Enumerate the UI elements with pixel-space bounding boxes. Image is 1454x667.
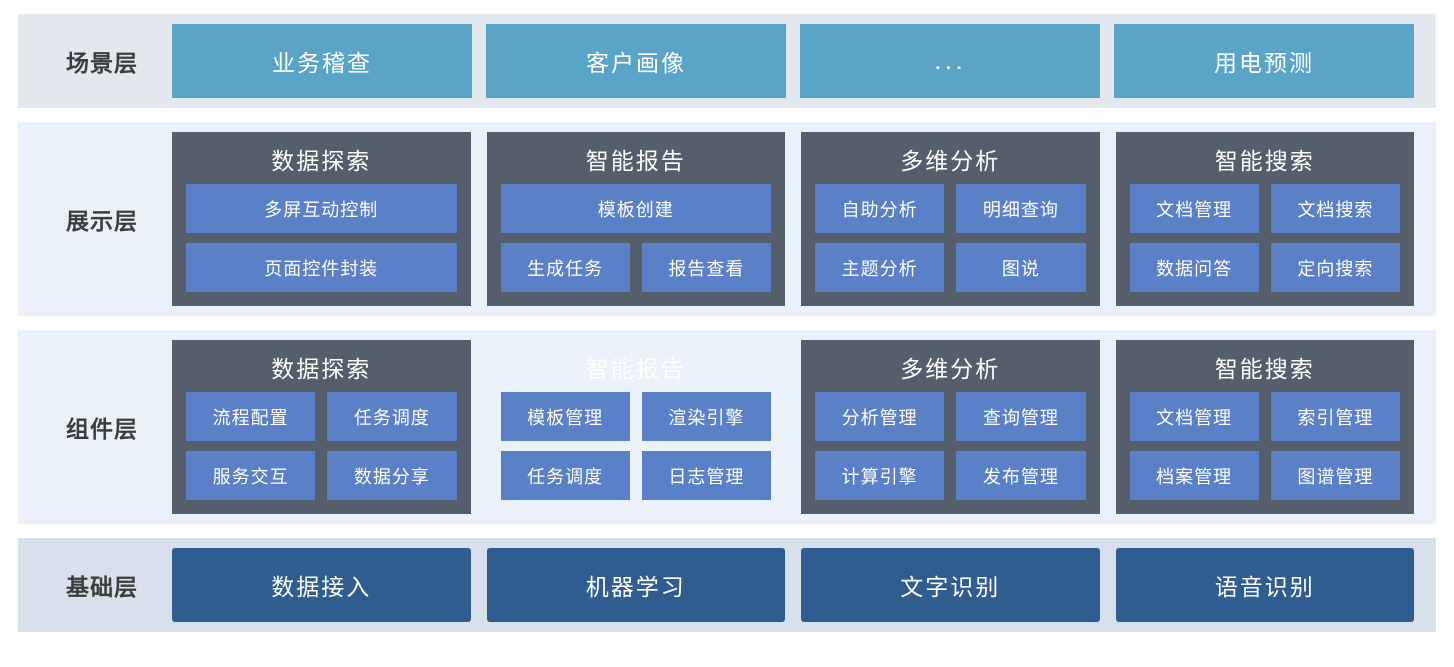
base-card-2[interactable]: 文字识别 <box>801 548 1100 622</box>
module-grid-row: 任务调度 日志管理 <box>500 451 771 500</box>
module-title: 多维分析 <box>900 357 1001 383</box>
module-pill[interactable]: 自助分析 <box>815 184 945 233</box>
module-card-presentation-2[interactable]: 多维分析 自助分析 明细查询 主题分析 图说 <box>801 132 1100 306</box>
module-card-component-1[interactable]: 智能报告 模板管理 渲染引擎 任务调度 日志管理 <box>487 340 786 514</box>
module-grid: 多屏互动控制 页面控件封装 <box>186 184 457 292</box>
base-card-1[interactable]: 机器学习 <box>486 548 785 622</box>
layer-cards-component: 数据探索 流程配置 任务调度 服务交互 数据分享 智能报告 模板管理 <box>172 340 1414 514</box>
module-grid-row: 文档管理 文档搜索 <box>1129 184 1400 233</box>
module-grid-row: 多屏互动控制 <box>186 184 457 233</box>
base-card-0[interactable]: 数据接入 <box>172 548 471 622</box>
module-pill[interactable]: 模板创建 <box>500 184 771 233</box>
module-grid-row: 计算引擎 发布管理 <box>815 451 1086 500</box>
base-card-3[interactable]: 语音识别 <box>1115 548 1414 622</box>
module-grid: 自助分析 明细查询 主题分析 图说 <box>815 184 1086 292</box>
layer-cards-scene: 业务稽查 客户画像 ... 用电预测 <box>172 24 1414 98</box>
module-grid-row: 页面控件封装 <box>186 243 457 292</box>
module-pill[interactable]: 页面控件封装 <box>186 243 457 292</box>
module-pill[interactable]: 数据问答 <box>1129 243 1259 292</box>
module-grid-row: 文档管理 索引管理 <box>1129 392 1400 441</box>
module-pill[interactable]: 主题分析 <box>815 243 945 292</box>
module-card-component-3[interactable]: 智能搜索 文档管理 索引管理 档案管理 图谱管理 <box>1115 340 1414 514</box>
module-title: 智能搜索 <box>1214 357 1315 383</box>
module-card-presentation-0[interactable]: 数据探索 多屏互动控制 页面控件封装 <box>172 132 471 306</box>
module-grid: 模板创建 生成任务 报告查看 <box>500 184 771 292</box>
module-pill[interactable]: 报告查看 <box>641 243 771 292</box>
module-grid-row: 数据问答 定向搜索 <box>1129 243 1400 292</box>
module-pill[interactable]: 文档管理 <box>1129 392 1259 441</box>
module-grid-row: 主题分析 图说 <box>815 243 1086 292</box>
module-title: 数据探索 <box>271 357 372 383</box>
module-grid: 模板管理 渲染引擎 任务调度 日志管理 <box>500 392 771 500</box>
layer-label-presentation: 展示层 <box>66 209 138 235</box>
module-pill[interactable]: 服务交互 <box>186 451 316 500</box>
module-pill[interactable]: 计算引擎 <box>815 451 945 500</box>
module-pill[interactable]: 分析管理 <box>815 392 945 441</box>
module-pill[interactable]: 图说 <box>956 243 1086 292</box>
layer-row-presentation: 展示层 数据探索 多屏互动控制 页面控件封装 智能报告 模板创建 <box>18 122 1436 316</box>
module-pill[interactable]: 发布管理 <box>956 451 1086 500</box>
module-pill[interactable]: 任务调度 <box>500 451 630 500</box>
module-pill[interactable]: 图谱管理 <box>1270 451 1400 500</box>
layer-cards-presentation: 数据探索 多屏互动控制 页面控件封装 智能报告 模板创建 <box>172 132 1414 306</box>
module-pill[interactable]: 明细查询 <box>956 184 1086 233</box>
module-grid-row: 生成任务 报告查看 <box>500 243 771 292</box>
layer-cards-base: 数据接入 机器学习 文字识别 语音识别 <box>172 548 1414 622</box>
scene-card-1[interactable]: 客户画像 <box>486 24 786 98</box>
module-grid: 文档管理 文档搜索 数据问答 定向搜索 <box>1129 184 1400 292</box>
module-card-presentation-3[interactable]: 智能搜索 文档管理 文档搜索 数据问答 定向搜索 <box>1115 132 1414 306</box>
module-pill[interactable]: 定向搜索 <box>1270 243 1400 292</box>
layer-row-component: 组件层 数据探索 流程配置 任务调度 服务交互 数据分享 智能报告 <box>18 330 1436 524</box>
layer-row-base: 基础层 数据接入 机器学习 文字识别 语音识别 <box>18 538 1436 632</box>
module-card-component-2[interactable]: 多维分析 分析管理 查询管理 计算引擎 发布管理 <box>801 340 1100 514</box>
module-pill[interactable]: 渲染引擎 <box>641 392 771 441</box>
module-pill[interactable]: 文档管理 <box>1129 184 1259 233</box>
module-pill[interactable]: 任务调度 <box>327 392 457 441</box>
scene-card-more[interactable]: ... <box>800 24 1100 98</box>
scene-card-3[interactable]: 用电预测 <box>1114 24 1414 98</box>
module-grid-row: 模板创建 <box>500 184 771 233</box>
module-title: 数据探索 <box>271 149 372 175</box>
module-grid: 流程配置 任务调度 服务交互 数据分享 <box>186 392 457 500</box>
module-pill[interactable]: 数据分享 <box>327 451 457 500</box>
module-pill[interactable]: 日志管理 <box>641 451 771 500</box>
module-grid-row: 模板管理 渲染引擎 <box>500 392 771 441</box>
module-title: 智能报告 <box>585 357 686 383</box>
module-pill[interactable]: 文档搜索 <box>1270 184 1400 233</box>
module-pill[interactable]: 索引管理 <box>1270 392 1400 441</box>
module-pill[interactable]: 档案管理 <box>1129 451 1259 500</box>
scene-card-0[interactable]: 业务稽查 <box>172 24 472 98</box>
module-pill[interactable]: 流程配置 <box>186 392 316 441</box>
module-title: 智能搜索 <box>1214 149 1315 175</box>
module-card-presentation-1[interactable]: 智能报告 模板创建 生成任务 报告查看 <box>486 132 785 306</box>
layer-label-base: 基础层 <box>66 575 138 601</box>
module-pill[interactable]: 生成任务 <box>500 243 630 292</box>
module-grid-row: 自助分析 明细查询 <box>815 184 1086 233</box>
layer-label-scene: 场景层 <box>66 51 138 77</box>
module-pill[interactable]: 查询管理 <box>956 392 1086 441</box>
module-grid: 分析管理 查询管理 计算引擎 发布管理 <box>815 392 1086 500</box>
module-grid-row: 档案管理 图谱管理 <box>1129 451 1400 500</box>
module-grid-row: 服务交互 数据分享 <box>186 451 457 500</box>
layer-label-component: 组件层 <box>66 417 138 443</box>
module-title: 多维分析 <box>900 149 1001 175</box>
module-title: 智能报告 <box>585 149 686 175</box>
module-grid-row: 流程配置 任务调度 <box>186 392 457 441</box>
module-grid: 文档管理 索引管理 档案管理 图谱管理 <box>1129 392 1400 500</box>
layer-row-scene: 场景层 业务稽查 客户画像 ... 用电预测 <box>18 14 1436 108</box>
module-grid-row: 分析管理 查询管理 <box>815 392 1086 441</box>
module-pill[interactable]: 多屏互动控制 <box>186 184 457 233</box>
module-card-component-0[interactable]: 数据探索 流程配置 任务调度 服务交互 数据分享 <box>172 340 471 514</box>
module-pill[interactable]: 模板管理 <box>500 392 630 441</box>
